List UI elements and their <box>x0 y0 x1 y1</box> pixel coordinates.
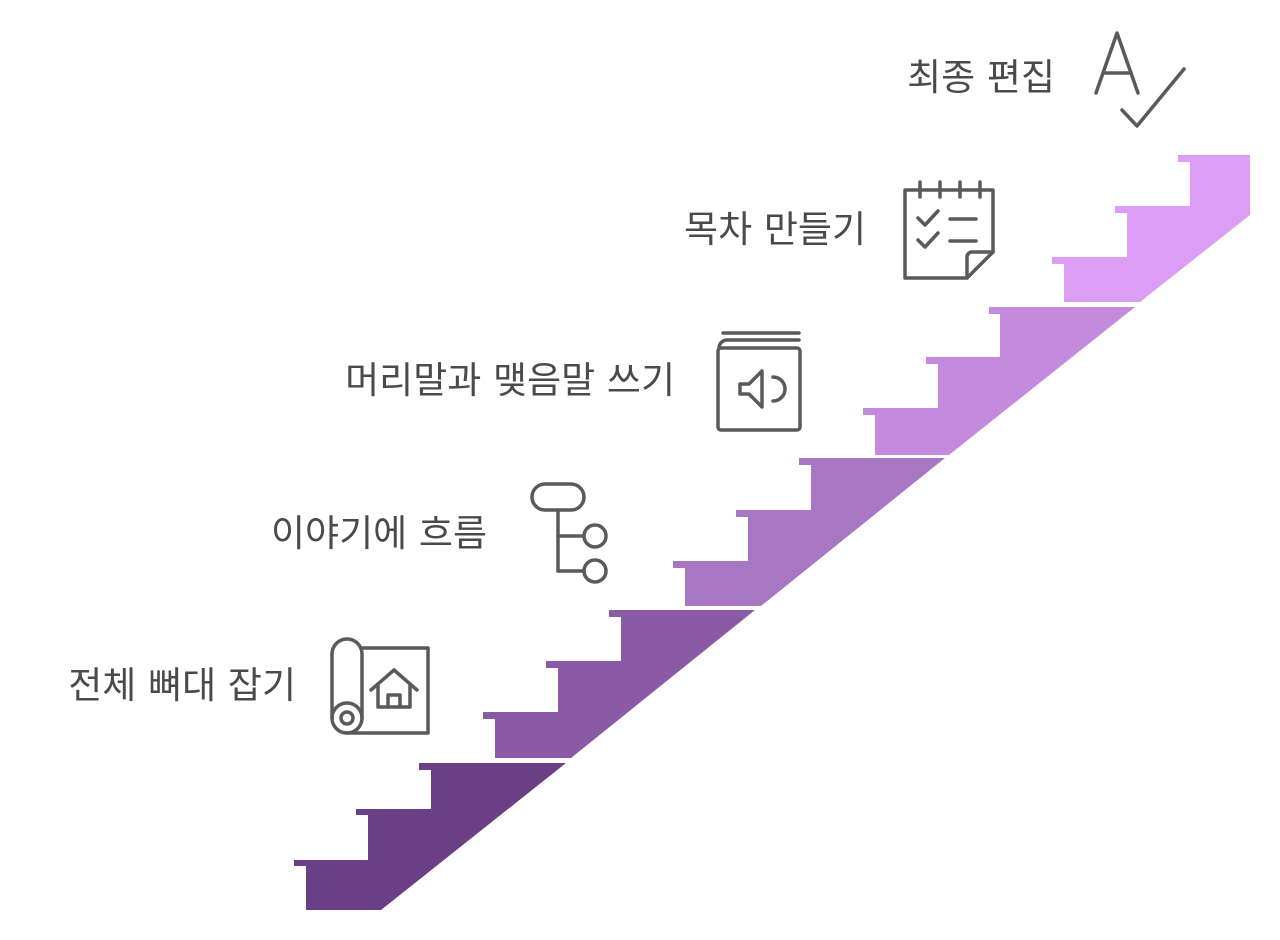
step-label-1: 전체 뼈대 잡기 <box>68 664 296 707</box>
checklist-calendar-icon <box>903 180 995 280</box>
step-label-3: 머리말과 맺음말 쓰기 <box>345 359 675 402</box>
stair-segment-3 <box>673 458 945 606</box>
staircase <box>294 155 1250 910</box>
stair-segment-5 <box>1052 155 1250 302</box>
audiobook-icon <box>716 331 802 432</box>
blueprint-icon <box>330 637 430 735</box>
stair-segment-1 <box>294 763 566 910</box>
flow-branch-icon <box>530 482 608 584</box>
spell-check-icon <box>1094 31 1186 128</box>
step-label-5: 최종 편집 <box>907 56 1055 99</box>
step-label-4: 목차 만들기 <box>684 208 866 251</box>
stair-segment-4 <box>863 307 1135 455</box>
step-label-2: 이야기에 흐름 <box>271 512 487 555</box>
stair-segment-2 <box>483 610 755 758</box>
